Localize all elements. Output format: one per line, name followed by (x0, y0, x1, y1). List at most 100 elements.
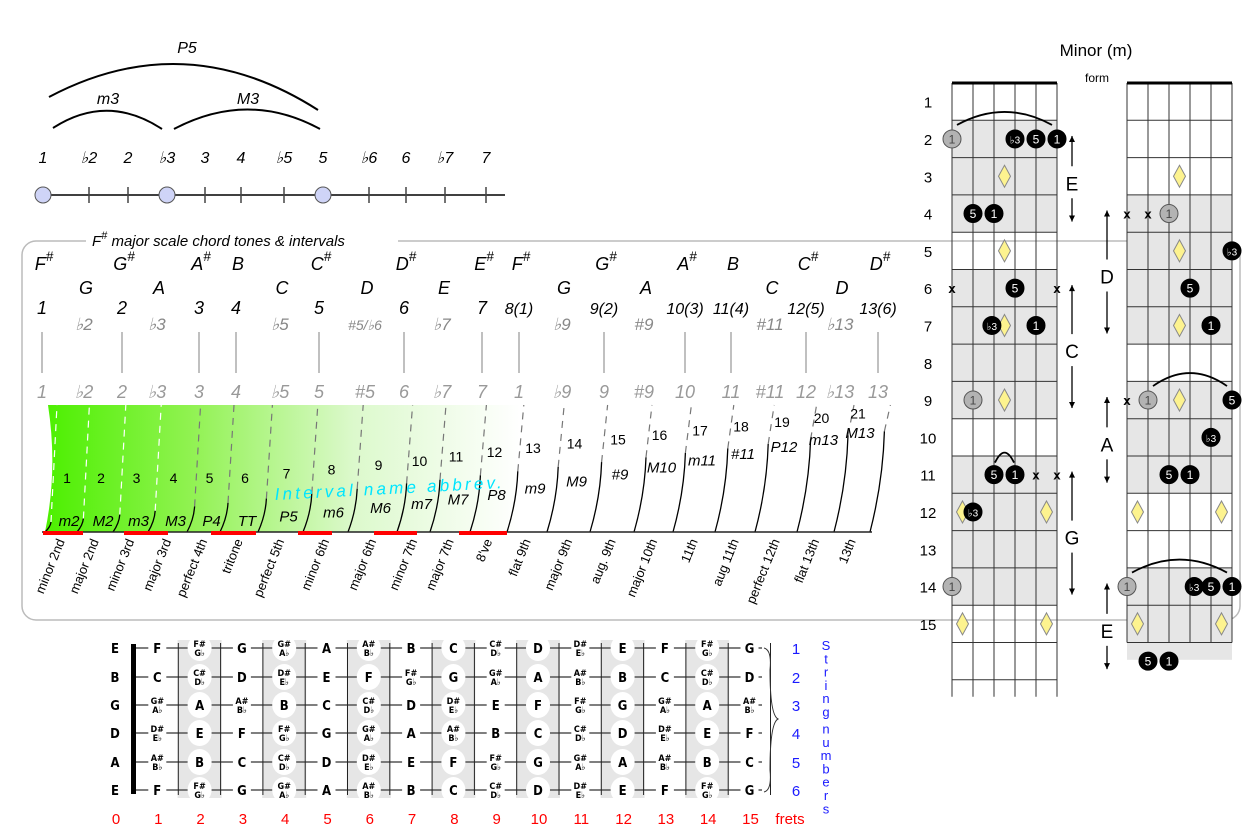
fret-number: 9 (493, 811, 501, 828)
key-indicator-bar (124, 531, 168, 535)
fret-note-sharp: A# (362, 640, 375, 650)
chord-tone-label: 1 (1145, 394, 1152, 408)
interval-abbrev: P4 (202, 513, 220, 530)
semitone-degree: ♭5 (271, 382, 290, 402)
interval-divider-dashed (847, 404, 855, 436)
note-backdrop (272, 749, 297, 775)
chromatic-note: D (836, 278, 849, 298)
interval-divider (589, 462, 603, 533)
caged-form-label: A (1101, 435, 1114, 456)
fret-note-flat: B♭ (364, 649, 374, 659)
scale-degree: 10(3) (666, 301, 703, 318)
note-backdrop (655, 725, 674, 741)
root-marker (1159, 204, 1179, 224)
fret-inlay-diamond-icon (1172, 388, 1187, 413)
degree-label: ♭5 (276, 150, 293, 167)
chord-tone-label: ♭3 (1227, 247, 1238, 258)
fret-number: 5 (323, 811, 331, 828)
caged-form-label: E (1101, 622, 1114, 643)
note-backdrop (232, 754, 251, 770)
fret-number: 12 (615, 811, 632, 828)
fret-note-flat: D♭ (490, 791, 501, 801)
interval-divider-dashed (50, 404, 58, 523)
note-backdrop (148, 669, 167, 685)
note-backdrop (356, 664, 381, 690)
note-backdrop (695, 720, 720, 746)
fret-note-flat: G♭ (194, 791, 205, 801)
interval-divider (833, 435, 849, 533)
key-indicator-bar (211, 531, 256, 535)
interval-divider (257, 498, 268, 533)
interval-semitones: 11 (449, 449, 464, 465)
arrow-up-icon (1104, 397, 1110, 404)
fret-note: B (491, 727, 500, 742)
interval-name: minor 6th (298, 537, 332, 593)
chord-tone-marker (1005, 465, 1025, 485)
interval-semitones: 1 (63, 470, 71, 486)
caged-form-label: C (1065, 342, 1079, 363)
fret-note-flat: A♭ (279, 791, 289, 801)
fret-inlay-diamond-icon (1172, 313, 1187, 338)
fret-number: 13 (658, 811, 675, 828)
fret-note: A (195, 699, 204, 714)
fret-note-flat: A♭ (152, 706, 162, 716)
fret-note: C (153, 671, 162, 686)
note-backdrop (272, 777, 297, 803)
chord-tone-marker (1201, 315, 1221, 335)
string-number: 1 (792, 641, 800, 658)
fret-note: F (661, 642, 669, 657)
interval-arc (173, 108, 321, 130)
chord-tone-marker (1159, 465, 1179, 485)
barre-arc (956, 111, 1053, 126)
chord-tone-label: 1 (1166, 655, 1173, 669)
interval-divider-dashed (883, 404, 891, 432)
string-number: 5 (792, 755, 800, 772)
fret-note-flat: G♭ (490, 763, 501, 773)
interval-abbrev: m13 (809, 432, 839, 449)
chromatic-note: E (438, 278, 451, 298)
interval-divider-dashed (227, 404, 235, 503)
chord-tone-label: 1 (1012, 468, 1019, 482)
interval-abbrev: P5 (279, 509, 298, 526)
chord-tone-label: 1 (949, 580, 956, 594)
muted-string-x: x (948, 281, 956, 296)
note-backdrop (740, 754, 759, 770)
fret-note-flat: A♭ (660, 706, 670, 716)
semitone-degree: #11 (756, 382, 785, 402)
fret-inlay-diamond-icon (955, 611, 970, 636)
open-string-note: E (111, 642, 119, 657)
chord-tone-marker (1005, 129, 1025, 149)
interval-divider (429, 479, 441, 533)
fret-note-flat: D♭ (279, 763, 290, 773)
fret-note: G (618, 699, 628, 714)
fret-note-sharp: G# (151, 697, 165, 707)
fret-number: 0 (112, 811, 120, 828)
chord-tone-label: ♭3 (987, 322, 998, 333)
fret-note-sharp: D# (362, 754, 376, 764)
interval-abbrev: M7 (448, 492, 469, 509)
semitone-degree: 1 (514, 382, 524, 402)
sharp-sign: # (101, 230, 108, 242)
root-marker (942, 129, 962, 149)
interval-abbrev: M13 (845, 425, 875, 442)
fret-note-sharp: G# (574, 754, 588, 764)
chord-tone-marker (963, 204, 983, 224)
fret-note-sharp: C# (574, 725, 587, 735)
note-backdrop (486, 782, 505, 798)
fret-note-flat: D♭ (194, 678, 205, 688)
string-number: 6 (792, 783, 800, 800)
chord-forms-title: Minor (m) (1060, 41, 1133, 60)
fret-note-flat: E♭ (576, 791, 586, 801)
interval-name: major 3rd (140, 537, 174, 594)
chord-tone-marker (963, 502, 983, 522)
note-backdrop (441, 664, 466, 690)
fret-note: G (449, 671, 459, 686)
interval-abbrev: m6 (323, 504, 344, 521)
note-backdrop (441, 749, 466, 775)
scale-note: B (727, 254, 739, 274)
chord-fret-number: 4 (924, 207, 932, 224)
interval-abbrev: M2 (93, 513, 114, 530)
fret-note-sharp: G# (658, 697, 672, 707)
fret-number: 1 (154, 811, 162, 828)
